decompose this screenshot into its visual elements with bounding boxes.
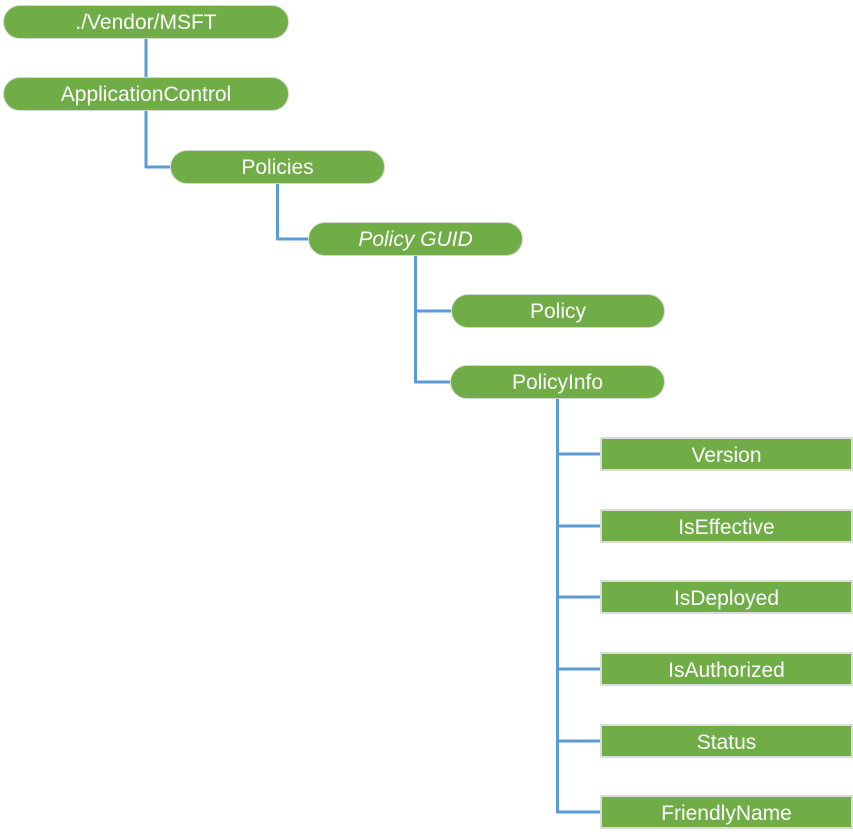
node-application-control: ApplicationControl — [3, 77, 289, 111]
connector-applicationcontrol-to-policies — [144, 111, 170, 169]
node-is-authorized: IsAuthorized — [600, 652, 853, 686]
node-policy-guid: Policy GUID — [308, 222, 523, 256]
node-status: Status — [600, 724, 853, 758]
node-policy: Policy — [451, 294, 665, 328]
node-vendor-msft: ./Vendor/MSFT — [3, 5, 289, 39]
node-policies: Policies — [170, 150, 385, 184]
connector-policyinfo-trunk-to-friendlyname — [556, 399, 600, 814]
node-version: Version — [600, 437, 853, 471]
node-is-deployed: IsDeployed — [600, 580, 853, 614]
node-policy-info: PolicyInfo — [450, 365, 665, 399]
node-friendly-name: FriendlyName — [600, 795, 853, 829]
node-is-effective: IsEffective — [600, 509, 853, 543]
connector-policyguid-trunk-to-policyinfo — [414, 256, 450, 384]
connector-policies-to-policyguid — [276, 184, 308, 241]
